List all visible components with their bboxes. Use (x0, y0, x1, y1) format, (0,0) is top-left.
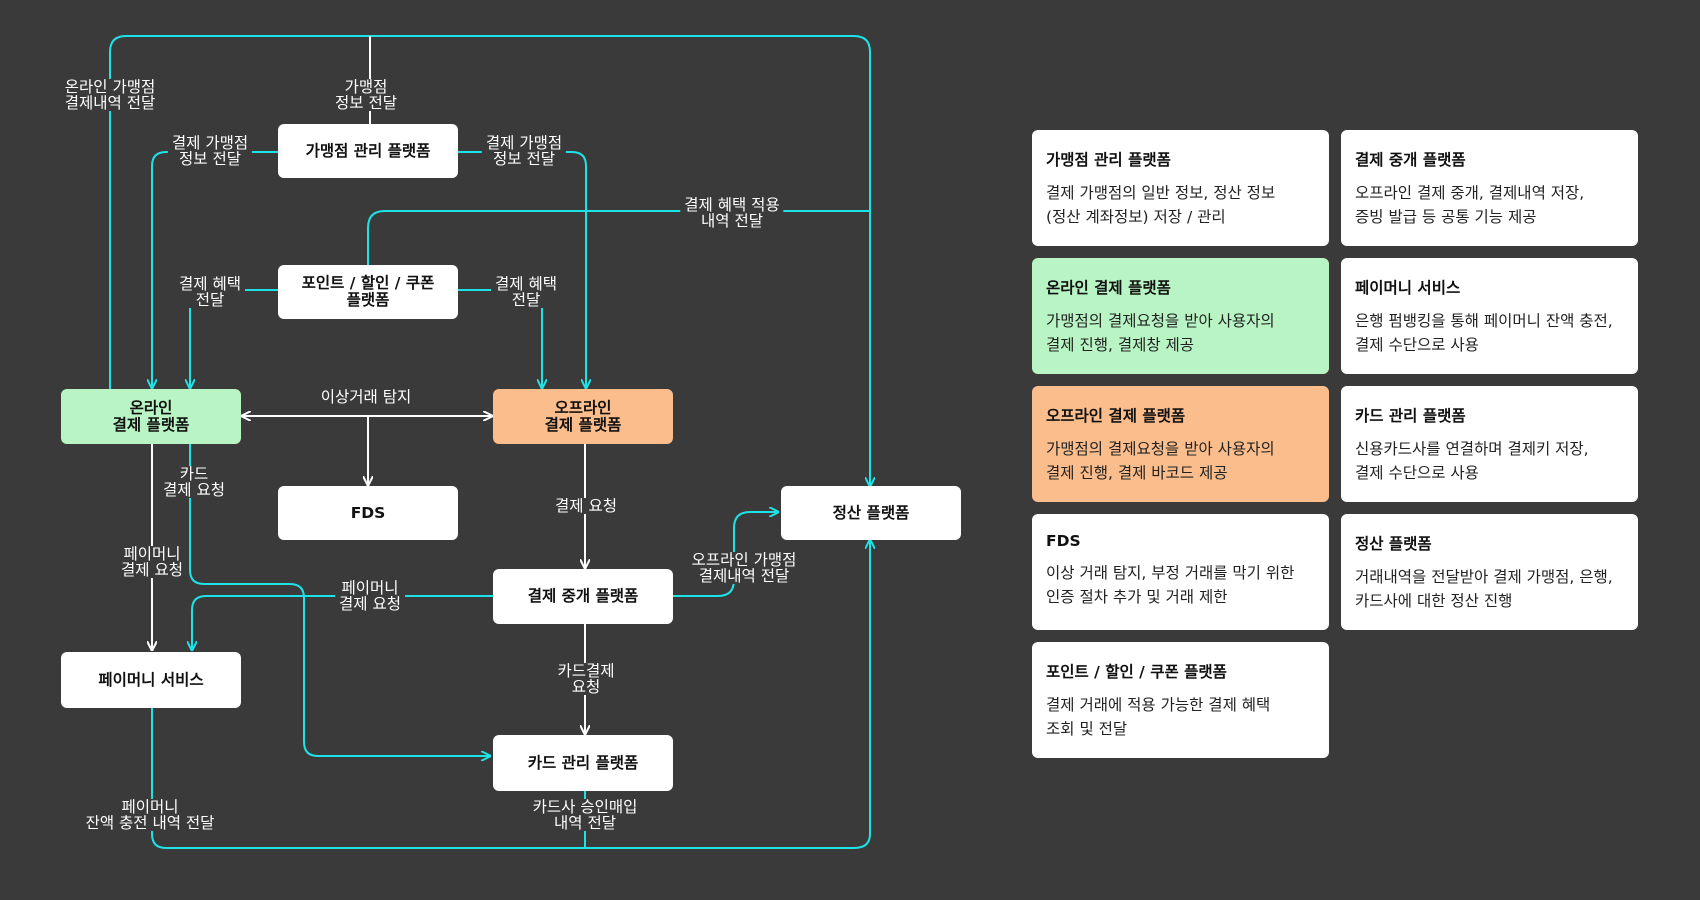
legend-card-settlement: 정산 플랫폼 거래내역을 전달받아 결제 가맹점, 은행, 카드사에 대한 정산… (1341, 514, 1638, 630)
node-points-platform: 포인트 / 할인 / 쿠폰 플랫폼 (278, 265, 458, 319)
legend-title: 페이머니 서비스 (1355, 279, 1461, 297)
node-relay-platform: 결제 중개 플랫폼 (493, 569, 673, 624)
legend-card-merchant: 가맹점 관리 플랫폼 결제 가맹점의 일반 정보, 정산 정보 (정산 계좌정보… (1032, 130, 1329, 246)
legend-card-fds: FDS 이상 거래 탐지, 부정 거래를 막기 위한 인증 절차 추가 및 거래… (1032, 514, 1329, 630)
legend-title: 결제 중개 플랫폼 (1355, 151, 1466, 169)
legend-desc: 은행 펌뱅킹을 통해 페이머니 잔액 충전, 결제 수단으로 사용 (1355, 312, 1613, 354)
legend-title: 포인트 / 할인 / 쿠폰 플랫폼 (1046, 663, 1227, 681)
node-offline-platform: 오프라인 결제 플랫폼 (493, 389, 673, 444)
node-fds: FDS (278, 486, 458, 540)
label-benefit-to-online: 결제 혜택 전달 (175, 276, 245, 308)
label-paymoney-request-relay: 페이머니 결제 요청 (335, 580, 405, 612)
legend-desc: 가맹점의 결제요청을 받아 사용자의 결제 진행, 결제창 제공 (1046, 312, 1275, 354)
legend-title: 카드 관리 플랫폼 (1355, 407, 1466, 425)
label-paymoney-charge: 페이머니 잔액 충전 내역 전달 (81, 799, 219, 831)
node-online-platform: 온라인 결제 플랫폼 (61, 389, 241, 444)
label-merchant-info: 가맹점 정보 전달 (331, 79, 401, 111)
legend-desc: 신용카드사를 연결하며 결제키 저장, 결제 수단으로 사용 (1355, 440, 1589, 482)
label-card-purchase: 카드사 승인매입 내역 전달 (528, 799, 642, 831)
label-pay-request: 결제 요청 (551, 498, 621, 514)
node-card-platform: 카드 관리 플랫폼 (493, 735, 673, 791)
edge-points-to-settlement (367, 210, 870, 265)
label-offline-history: 오프라인 가맹점 결제내역 전달 (687, 552, 801, 584)
node-paymoney-service: 페이머니 서비스 (61, 652, 241, 708)
label-benefit-to-offline: 결제 혜택 전달 (491, 276, 561, 308)
edge-online-to-settlement (109, 35, 870, 486)
legend-desc: 결제 거래에 적용 가능한 결제 혜택 조회 및 전달 (1046, 696, 1271, 738)
legend-card-card: 카드 관리 플랫폼 신용카드사를 연결하며 결제키 저장, 결제 수단으로 사용 (1341, 386, 1638, 502)
node-merchant-platform: 가맹점 관리 플랫폼 (278, 124, 458, 178)
label-card-request: 카드 결제 요청 (159, 466, 229, 498)
label-fraud: 이상거래 탐지 (316, 389, 416, 405)
legend-title: 온라인 결제 플랫폼 (1046, 279, 1171, 297)
edge-merchant-to-offline (456, 151, 586, 388)
label-merchant-to-online: 결제 가맹점 정보 전달 (167, 135, 253, 167)
edge-online-to-card (189, 444, 490, 756)
legend-desc: 오프라인 결제 중개, 결제내역 저장, 증빙 발급 등 공통 기능 제공 (1355, 184, 1585, 226)
legend-title: 오프라인 결제 플랫폼 (1046, 407, 1186, 425)
legend-card-paymoney: 페이머니 서비스 은행 펌뱅킹을 통해 페이머니 잔액 충전, 결제 수단으로 … (1341, 258, 1638, 374)
legend-desc: 가맹점의 결제요청을 받아 사용자의 결제 진행, 결제 바코드 제공 (1046, 440, 1275, 482)
edge-merchant-to-online (152, 151, 278, 388)
label-card-pay-request: 카드결제 요청 (553, 663, 619, 695)
label-merchant-to-offline: 결제 가맹점 정보 전달 (481, 135, 567, 167)
legend-card-offline: 오프라인 결제 플랫폼 가맹점의 결제요청을 받아 사용자의 결제 진행, 결제… (1032, 386, 1329, 502)
legend-title: 정산 플랫폼 (1355, 535, 1432, 553)
legend-title: FDS (1046, 532, 1081, 550)
edge-relay-to-paymoney (192, 595, 494, 650)
label-online-history: 온라인 가맹점 결제내역 전달 (60, 79, 160, 111)
edge-bottom-to-settlement (151, 540, 870, 849)
node-settlement-platform: 정산 플랫폼 (781, 486, 961, 540)
legend-desc: 거래내역을 전달받아 결제 가맹점, 은행, 카드사에 대한 정산 진행 (1355, 568, 1613, 610)
legend-title: 가맹점 관리 플랫폼 (1046, 151, 1171, 169)
legend-desc: 이상 거래 탐지, 부정 거래를 막기 위한 인증 절차 추가 및 거래 제한 (1046, 564, 1295, 606)
label-paymoney-request-online: 페이머니 결제 요청 (117, 546, 187, 578)
legend-card-relay: 결제 중개 플랫폼 오프라인 결제 중개, 결제내역 저장, 증빙 발급 등 공… (1341, 130, 1638, 246)
legend-card-online: 온라인 결제 플랫폼 가맹점의 결제요청을 받아 사용자의 결제 진행, 결제창… (1032, 258, 1329, 374)
legend-card-points: 포인트 / 할인 / 쿠폰 플랫폼 결제 거래에 적용 가능한 결제 혜택 조회… (1032, 642, 1329, 758)
label-benefit-history: 결제 혜택 적용 내역 전달 (680, 197, 784, 229)
legend-desc: 결제 가맹점의 일반 정보, 정산 정보 (정산 계좌정보) 저장 / 관리 (1046, 184, 1276, 226)
